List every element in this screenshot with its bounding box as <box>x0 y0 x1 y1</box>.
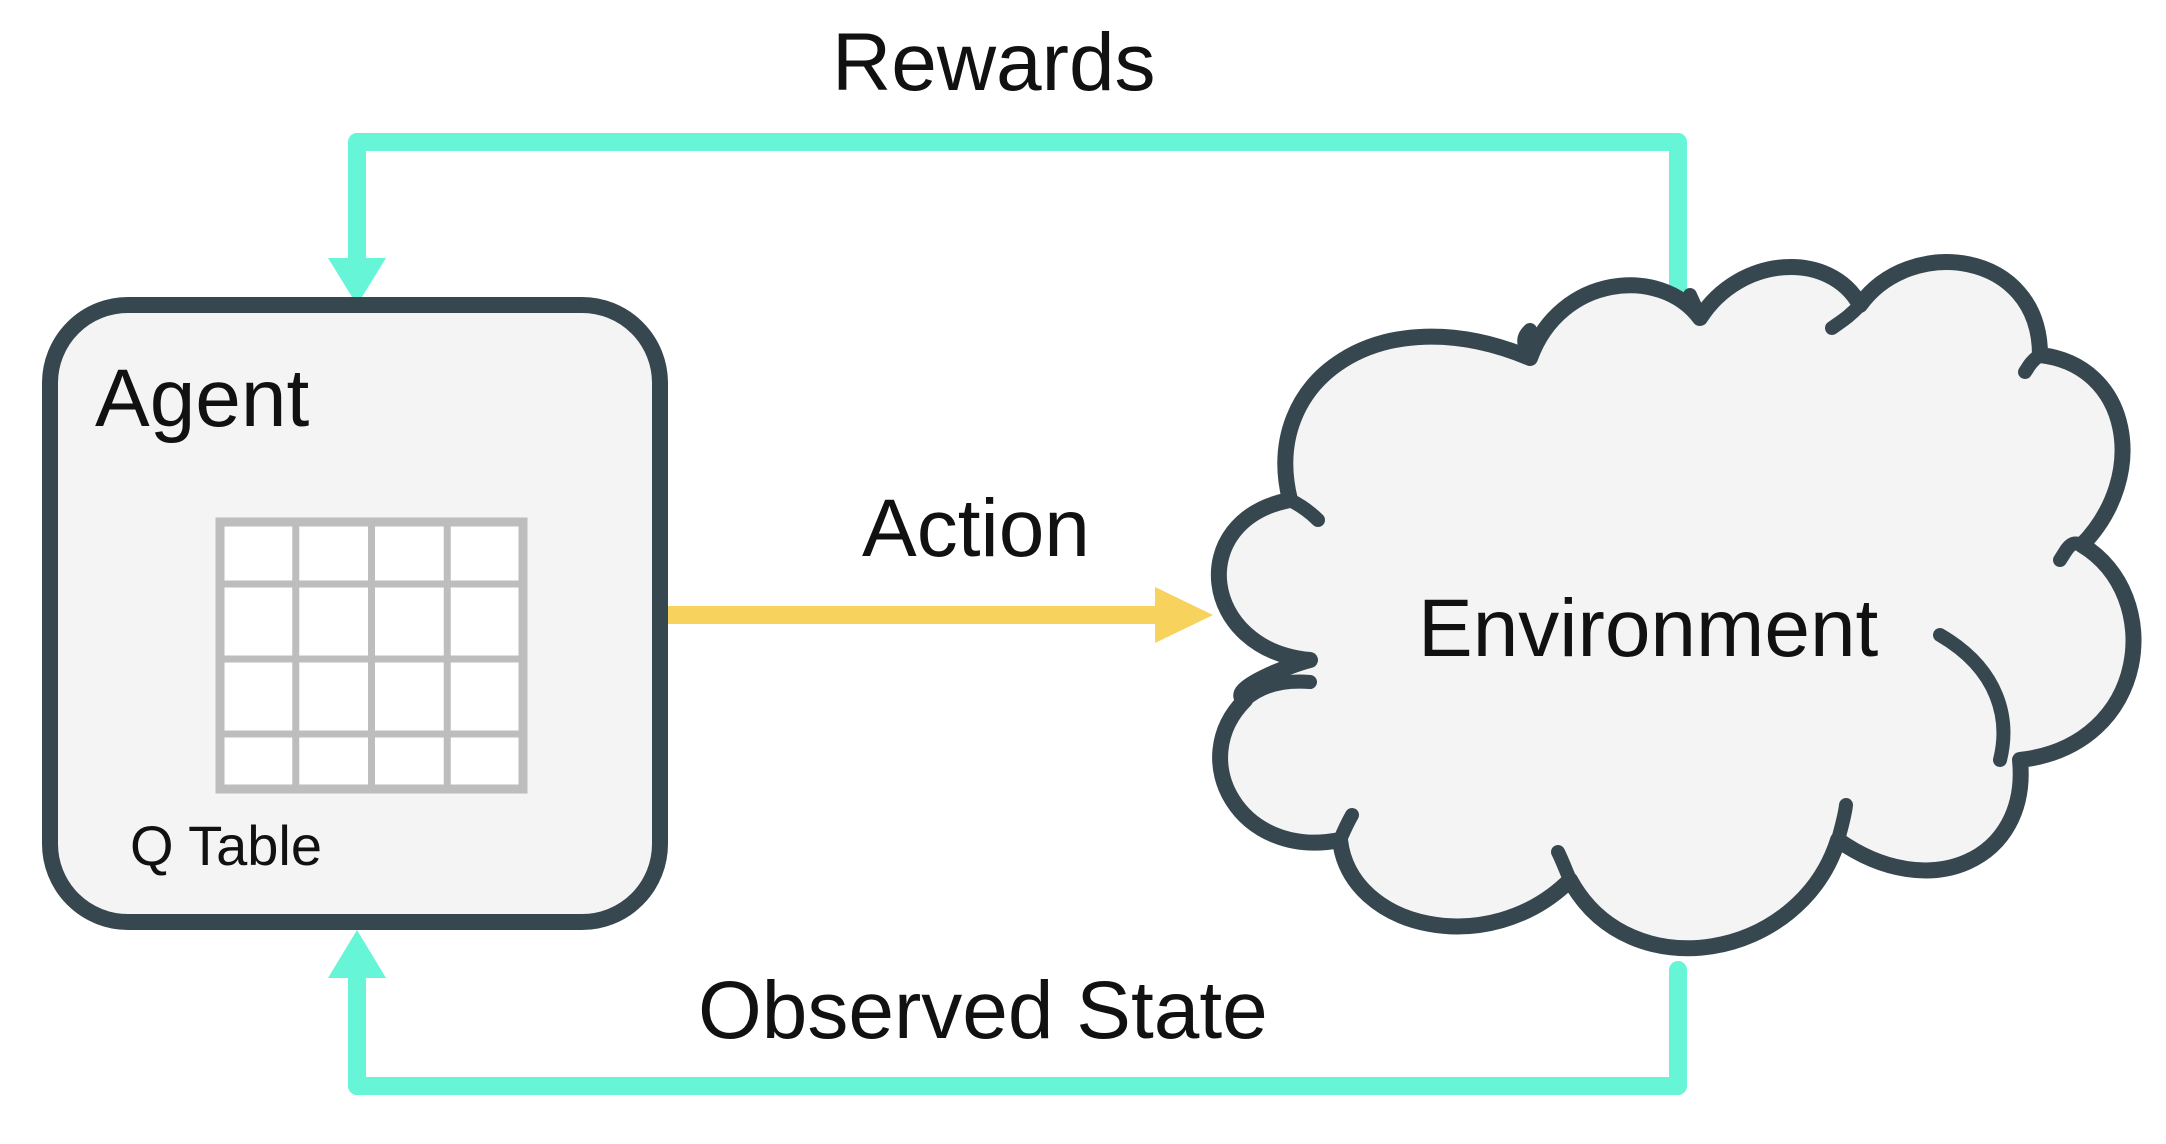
cloud-curl <box>2053 536 2089 567</box>
cloud-curl <box>1825 298 1867 335</box>
q-table-label: Q Table <box>130 814 322 877</box>
observed-state-arrow-line <box>348 956 1687 1095</box>
cloud-curl <box>1283 493 1325 527</box>
rewards-arrow-line <box>348 133 1687 299</box>
rewards-label: Rewards <box>832 17 1156 108</box>
rewards-arrow-head <box>328 258 386 305</box>
cloud-curl <box>1551 845 1577 887</box>
cloud-curl <box>2018 348 2047 379</box>
environment-title: Environment <box>1418 583 1879 674</box>
cloud-curl <box>1933 628 2011 767</box>
observed-state-arrow <box>328 930 1687 1095</box>
cloud-curl <box>1238 674 1317 707</box>
action-arrow <box>668 587 1213 643</box>
agent-title: Agent <box>95 353 310 444</box>
cloud-curl <box>1683 288 1707 325</box>
cloud-curl <box>1333 808 1359 847</box>
cloud-curl <box>1831 798 1853 847</box>
observed-state-label: Observed State <box>698 965 1268 1056</box>
environment-node <box>1210 254 2142 957</box>
observed-state-arrow-head <box>328 930 386 978</box>
action-label: Action <box>862 483 1090 574</box>
q-table-icon <box>215 517 528 794</box>
action-arrow-head <box>1155 587 1213 643</box>
rewards-arrow <box>328 133 1687 305</box>
cloud-curl <box>1517 323 1537 365</box>
